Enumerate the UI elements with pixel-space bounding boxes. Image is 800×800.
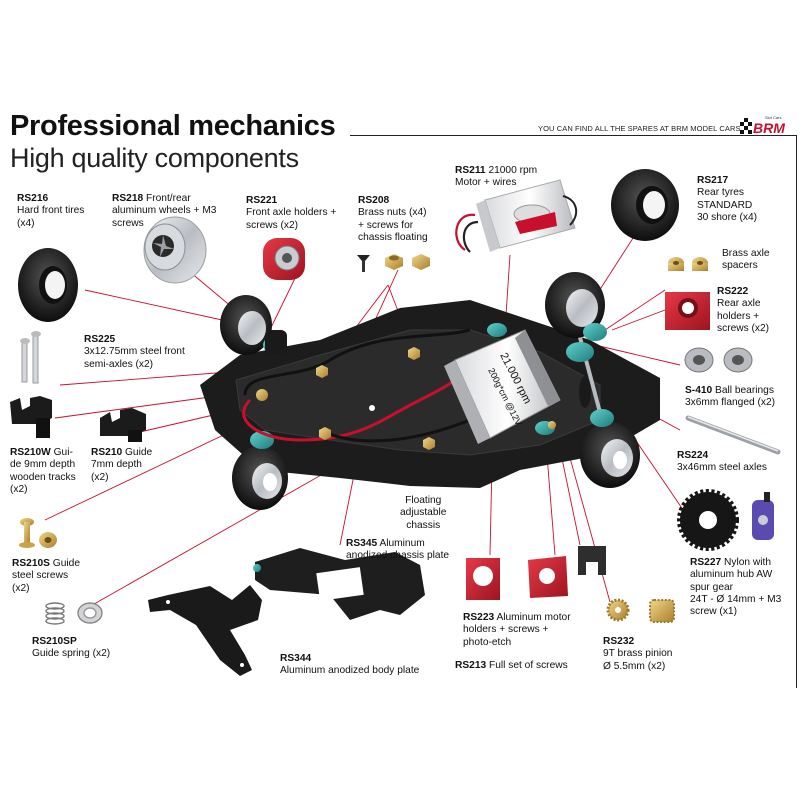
part-code: RS222 [717,286,749,297]
label-rs216: RS216 Hard front tires(x4) [17,193,85,229]
part-code: RS208 [358,195,390,206]
label-rs223: RS223 Aluminum motor holders + screws +p… [463,612,571,648]
checkered-flag-icon [740,118,752,134]
right-rule [796,135,797,688]
part-code: S-410 [685,385,713,396]
part-code: RS211 [455,165,486,176]
label-rs344: RS344 Aluminum anodized body plate [280,653,420,677]
chassis-plate-image [253,548,425,620]
part-code: RS210W [10,447,51,458]
part-code: RS225 [84,334,116,345]
aluminum-wheel-image [143,216,207,284]
part-code: RS218 [112,193,144,204]
guide-7mm-image [100,408,146,442]
motor-image [455,179,578,253]
part-code: RS217 [697,175,729,186]
guide-screws-image [19,518,57,548]
label-rs213: RS213 Full set of screws [455,660,568,671]
header-rule [350,135,796,136]
rear-tyre-image [611,169,679,241]
part-code: RS227 [690,557,722,568]
rear-axle-holder-image [665,292,710,330]
part-code: RS232 [603,636,635,647]
brm-logo: Slot Cars BRM [740,115,785,135]
part-code: RS224 [677,450,709,461]
brass-nuts-image [357,254,430,272]
pinion-image [606,598,675,623]
brass-spacer-image [668,257,708,271]
car-assembly-image: 21.000 rpm 200g*cm @12V [200,272,660,510]
front-axle-holder-image [263,238,305,280]
page-subtitle: High quality components [10,143,299,173]
label-rs221: RS221 Front axle holders +screws (x2) [246,195,337,231]
part-code: RS223 [463,612,495,623]
label-rs210s: RS210S Guide steel screws(x2) [12,558,80,594]
motor-holder-image [466,546,606,600]
part-code: RS213 [455,660,487,671]
part-code: RS216 [17,193,49,204]
label-rs210sp: RS210SP Guide spring (x2) [32,636,111,660]
body-plate-image [148,585,262,676]
spur-gear-image [677,489,774,551]
spares-note: YOU CAN FIND ALL THE SPARES AT BRM MODEL… [538,124,741,133]
label-rs211: RS211 21000 rpm Motor + wires [455,165,538,189]
part-code: RS210S [12,558,50,569]
guide-spring-image [45,602,103,625]
page-title: Professional mechanics [10,110,336,142]
logo-small-text: Slot Cars [765,115,781,120]
label-rs224: RS224 3x46mm steel axles [677,450,768,474]
part-code: RS345 [346,538,378,549]
label-s410: S-410 Ball bearings 3x6mm flanged (x2) [685,385,776,409]
part-code: RS210SP [32,636,77,647]
guide-9mm-image [10,396,52,438]
part-code: RS210 [91,447,123,458]
label-rs210: RS210 Guide 7mm depth(x2) [91,447,153,483]
label-rs345: RS345 Aluminum anodized chassis plate [346,538,450,562]
steel-semi-axles-image [20,331,41,384]
steel-axle-image [685,415,781,455]
part-code: RS221 [246,195,278,206]
ball-bearings-image [684,347,753,373]
part-code: RS344 [280,653,312,664]
front-tyre-image [18,248,78,322]
logo-text: BRM [753,120,785,135]
